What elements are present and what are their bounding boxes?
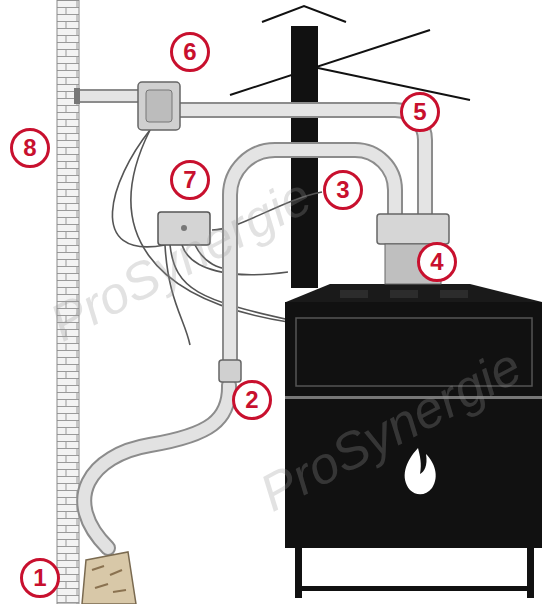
stove-legs bbox=[295, 548, 534, 598]
callout-number: 5 bbox=[400, 92, 440, 132]
hopper-cyclone bbox=[377, 214, 449, 244]
pellets bbox=[92, 566, 126, 592]
callout-number: 4 bbox=[417, 242, 457, 282]
pellet-bag bbox=[82, 552, 136, 604]
stove-hood bbox=[286, 284, 542, 302]
pellet-sensor bbox=[219, 360, 241, 382]
feed-pipe bbox=[230, 150, 395, 365]
callout-number: 2 bbox=[232, 380, 272, 420]
suction-hose-outline bbox=[84, 385, 229, 548]
motor-cover bbox=[146, 90, 172, 122]
roof-lines bbox=[230, 6, 470, 100]
wall-outlet bbox=[74, 88, 80, 104]
callout-number: 1 bbox=[20, 558, 60, 598]
callout-number: 8 bbox=[10, 128, 50, 168]
suction-hose bbox=[84, 385, 229, 548]
suction-motor bbox=[138, 82, 180, 130]
callout-number: 3 bbox=[323, 170, 363, 210]
callout-number: 6 bbox=[170, 32, 210, 72]
watermark: ProSynergie bbox=[250, 336, 531, 523]
flame-icon bbox=[405, 448, 436, 494]
stove-base bbox=[285, 540, 542, 548]
hood-vents bbox=[340, 290, 468, 298]
callout-number: 7 bbox=[170, 160, 210, 200]
